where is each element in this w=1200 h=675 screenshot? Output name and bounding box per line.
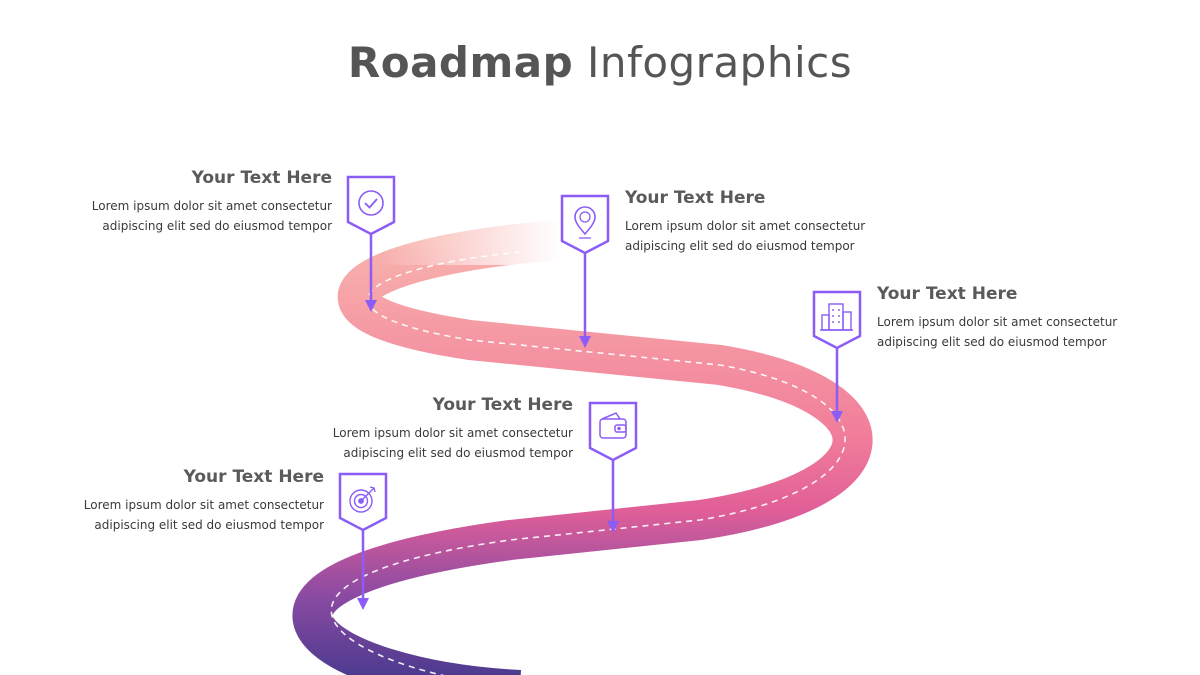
milestone-line-1: Lorem ipsum dolor sit amet consectetur xyxy=(877,315,1118,329)
milestone-line-1: Lorem ipsum dolor sit amet consectetur xyxy=(91,199,332,213)
milestone-line-2: adipiscing elit sed do eiusmod tempor xyxy=(625,239,855,253)
milestone-line-1: Lorem ipsum dolor sit amet consectetur xyxy=(83,498,324,512)
title-light: Infographics xyxy=(587,38,853,87)
milestone-marker-4 xyxy=(588,401,638,533)
location-star-pin-icon xyxy=(574,206,596,239)
target-icon xyxy=(349,486,376,513)
milestone-line-2: adipiscing elit sed do eiusmod tempor xyxy=(94,518,324,532)
milestone-heading: Your Text Here xyxy=(432,395,573,415)
milestone-heading: Your Text Here xyxy=(183,467,324,487)
milestone-text-1: Your Text Here Lorem ipsum dolor sit ame… xyxy=(62,168,332,236)
buildings-icon xyxy=(820,303,853,331)
title-bold: Roadmap xyxy=(347,38,574,87)
milestone-line-1: Lorem ipsum dolor sit amet consectetur xyxy=(332,426,573,440)
milestone-heading: Your Text Here xyxy=(191,168,332,188)
road xyxy=(292,220,873,675)
milestone-heading: Your Text Here xyxy=(625,188,766,208)
milestone-marker-3 xyxy=(812,290,862,423)
milestone-line-2: adipiscing elit sed do eiusmod tempor xyxy=(102,219,332,233)
check-circle-icon xyxy=(358,190,384,216)
milestone-text-4: Your Text Here Lorem ipsum dolor sit ame… xyxy=(303,395,573,463)
milestone-line-2: adipiscing elit sed do eiusmod tempor xyxy=(343,446,573,460)
milestone-text-2: Your Text Here Lorem ipsum dolor sit ame… xyxy=(625,188,895,256)
road-center-line xyxy=(330,251,846,675)
page-title: Roadmap Infographics xyxy=(0,38,1200,87)
milestone-text-5: Your Text Here Lorem ipsum dolor sit ame… xyxy=(54,467,324,535)
milestone-text-3: Your Text Here Lorem ipsum dolor sit ame… xyxy=(877,284,1147,352)
milestone-marker-1 xyxy=(346,175,396,312)
milestone-line-1: Lorem ipsum dolor sit amet consectetur xyxy=(625,219,866,233)
milestone-line-2: adipiscing elit sed do eiusmod tempor xyxy=(877,335,1107,349)
milestone-heading: Your Text Here xyxy=(877,284,1018,304)
milestone-marker-5 xyxy=(338,472,388,610)
wallet-icon xyxy=(599,412,627,439)
milestone-marker-2 xyxy=(560,194,610,348)
